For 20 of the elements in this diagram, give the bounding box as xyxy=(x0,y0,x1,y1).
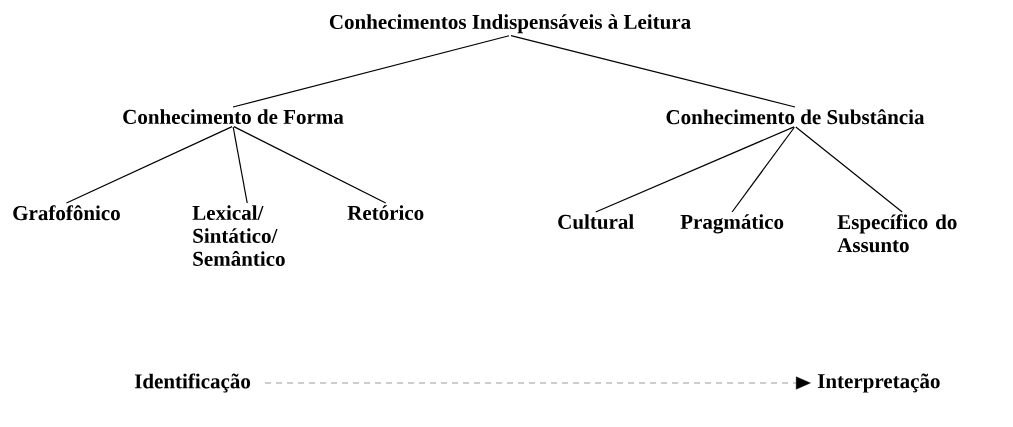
tree-line xyxy=(795,126,903,213)
tree-line xyxy=(731,126,795,213)
tree-line xyxy=(233,126,387,204)
arrow xyxy=(264,376,811,390)
tree-label: Conhecimento de Substância xyxy=(666,109,925,125)
tree-label: Grafofônico xyxy=(13,205,120,221)
tree-line xyxy=(65,126,233,204)
tree-line xyxy=(595,126,795,213)
tree-label: Lexical/ Sintático/ Semântico xyxy=(192,205,285,266)
tree-label: Retórico xyxy=(347,205,424,220)
tree-label: Cultural xyxy=(558,214,634,229)
tree-label: Conhecimento de Forma xyxy=(123,109,344,124)
tree-label: Específico do Assunto xyxy=(837,214,957,253)
tree-line xyxy=(232,35,510,108)
tree-label: Interpretação xyxy=(817,373,940,393)
tree-label: Pragmático xyxy=(680,214,784,234)
tree-label: Conhecimentos Indispensáveis à Leitura xyxy=(329,14,691,34)
tree-line xyxy=(232,126,248,204)
tree-line xyxy=(510,35,796,108)
tree-label: Identificação xyxy=(134,373,251,393)
